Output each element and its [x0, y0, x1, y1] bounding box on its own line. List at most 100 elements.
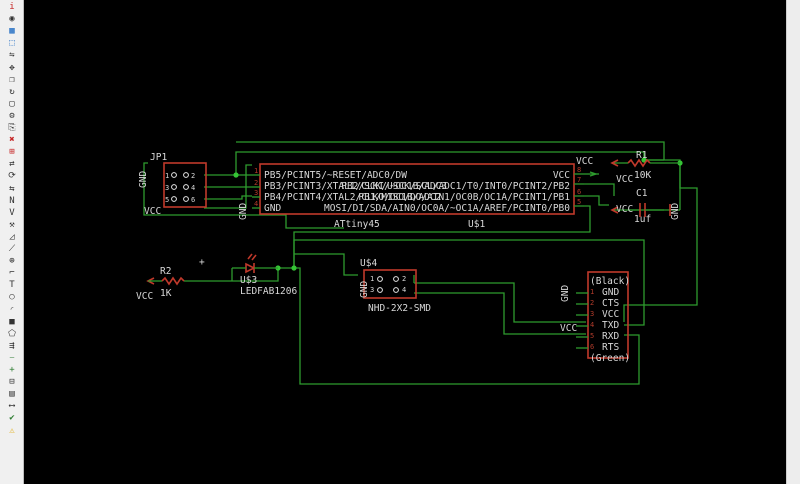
u1-pin-number: 2: [254, 179, 258, 187]
u4-pin-circle: [377, 276, 383, 282]
eye-icon[interactable]: ◉: [9, 14, 15, 25]
ftdi-pin-txd: TXD: [602, 320, 619, 331]
u1-pin-number: 8: [577, 166, 581, 174]
c1-value: 1uf: [634, 214, 651, 225]
c1-capacitor[interactable]: C1 1uf VCC GND: [610, 188, 681, 225]
jp1-pin-circle: [171, 184, 177, 190]
r2-resistor[interactable]: R2 1K VCC: [136, 266, 185, 302]
u4-pin-number: 1: [370, 275, 374, 283]
led-ray: [251, 254, 257, 261]
u4-switch[interactable]: U$4 NHD-2X2-SMD GND 1 2 3 4: [359, 258, 431, 314]
name-icon[interactable]: N: [9, 195, 15, 206]
dimension-icon[interactable]: ⟷: [9, 401, 15, 412]
move-icon[interactable]: ✥: [9, 62, 15, 73]
copy-icon[interactable]: ❐: [9, 74, 15, 85]
led-u3[interactable]: U$3 LEDFAB1206 +: [199, 253, 297, 297]
c1-vcc-arrow: [610, 206, 619, 214]
jp1-vcc-label: VCC: [144, 206, 161, 217]
r1-resistor[interactable]: R1 10K VCC: [610, 150, 680, 185]
junctions: [233, 157, 683, 271]
u4-pin-number: 3: [370, 286, 374, 294]
info-icon[interactable]: i: [9, 2, 15, 12]
jp1-pin-number: 5: [165, 196, 169, 204]
ftdi-pin-cts: CTS: [602, 298, 619, 309]
junction-dot: [233, 172, 239, 178]
jp1-pin-number: 4: [191, 184, 195, 192]
jp1-pin-circle: [171, 196, 177, 202]
label-icon[interactable]: ⊟: [9, 377, 15, 388]
ftdi-pin-rxd: RXD: [602, 331, 619, 342]
invoke-icon[interactable]: ⊕: [9, 256, 15, 267]
vcc-supply-arrow: [589, 171, 599, 177]
vertical-scrollbar[interactable]: [786, 0, 800, 484]
u1-pin-pb5: PB5/PCINT5/~RESET/ADC0/DW: [264, 170, 407, 181]
u1-gnd-label: GND: [238, 203, 249, 220]
ftdi-pin-vcc: VCC: [602, 309, 619, 320]
polygon-icon[interactable]: ⬠: [8, 328, 16, 339]
delete-icon[interactable]: ✖: [9, 135, 15, 146]
r2-zigzag: [161, 276, 185, 286]
u4-pin-circle: [377, 287, 383, 293]
paste-icon[interactable]: ⎘: [8, 123, 16, 133]
ftdi-pin-number: 5: [590, 332, 594, 340]
jp1-pin-circle: [183, 172, 189, 178]
u1-pin-number: 3: [254, 189, 258, 197]
replace-icon[interactable]: ⟳: [8, 171, 16, 182]
errors-icon[interactable]: ⚠: [9, 425, 15, 436]
wire-icon[interactable]: ⌐: [9, 268, 15, 279]
jp1-header[interactable]: JP1 GND VCC 2 4 6 1 3 5: [138, 152, 207, 217]
jp1-pin-circle: [183, 196, 189, 202]
cursor-crosshair: +: [199, 257, 205, 268]
u1-pin-pb0: MOSI/DI/SDA/AIN0/OC0A/~OC1A/AREF/PCINT0/…: [324, 203, 570, 214]
jp1-outline: [163, 162, 207, 208]
pinswap-icon[interactable]: ⇄: [9, 159, 15, 170]
ftdi-pin-number: 4: [590, 321, 594, 329]
ftdi-pin-number: 6: [590, 343, 594, 351]
ftdi-pin-gnd: GND: [602, 287, 619, 298]
split-icon[interactable]: ⟋: [8, 244, 16, 254]
change-icon[interactable]: ⚙: [9, 110, 15, 121]
add-icon[interactable]: ⊞: [9, 147, 15, 158]
u4-name: U$4: [360, 258, 377, 269]
ftdi-header[interactable]: (Black) GND CTS VCC TXD RXD RTS (Green) …: [560, 271, 630, 364]
layers-icon[interactable]: ▦: [9, 26, 15, 37]
mirror-icon[interactable]: ⇋: [9, 50, 15, 61]
ftdi-gnd-label: GND: [560, 285, 571, 302]
arc-icon[interactable]: ◜: [9, 304, 15, 315]
u4-pin-number: 4: [402, 286, 406, 294]
attribute-icon[interactable]: ▤: [9, 389, 15, 400]
smash-icon[interactable]: ⚒: [9, 219, 15, 230]
jp1-pin-number: 6: [191, 196, 195, 204]
c1-vcc-label: VCC: [616, 204, 633, 215]
ftdi-label-green: (Green): [590, 353, 630, 364]
schematic-canvas[interactable]: JP1 GND VCC 2 4 6 1 3 5 PB5/PCINT5/~RESE…: [24, 0, 786, 484]
value-icon[interactable]: V: [9, 207, 15, 218]
u4-pin-circle: [393, 276, 399, 282]
led-triangle: [245, 262, 256, 274]
jp1-pin-number: 2: [191, 172, 195, 180]
gateswap-icon[interactable]: ⇆: [9, 183, 15, 194]
ftdi-label-black: (Black): [590, 276, 630, 287]
u1-attiny45[interactable]: PB5/PCINT5/~RESET/ADC0/DW PB3/PCINT3/XTA…: [238, 156, 599, 230]
net-icon[interactable]: ⎯: [9, 352, 15, 363]
u1-name: U$1: [468, 219, 485, 230]
erc-icon[interactable]: ✔: [9, 413, 15, 424]
r2-value: 1K: [160, 288, 172, 299]
u4-outline: [363, 269, 417, 299]
r1-zigzag: [627, 158, 651, 168]
u1-pin-number: 7: [577, 176, 581, 184]
select-icon[interactable]: ⬚: [9, 38, 15, 49]
text-icon[interactable]: T: [9, 280, 15, 291]
bus-icon[interactable]: ⇶: [9, 340, 15, 351]
u1-pin-gnd: GND: [264, 203, 281, 214]
group-icon[interactable]: ▢: [9, 98, 15, 109]
u1-pin-vcc: VCC: [553, 170, 570, 181]
u1-vcc-label: VCC: [576, 156, 593, 167]
rect-icon[interactable]: ■: [9, 316, 15, 327]
rotate-icon[interactable]: ↻: [9, 86, 15, 97]
circle-icon[interactable]: ○: [9, 292, 15, 303]
jp1-pin-circle: [171, 172, 177, 178]
miter-icon[interactable]: ◿: [9, 231, 15, 242]
junction-icon[interactable]: +: [9, 365, 15, 375]
